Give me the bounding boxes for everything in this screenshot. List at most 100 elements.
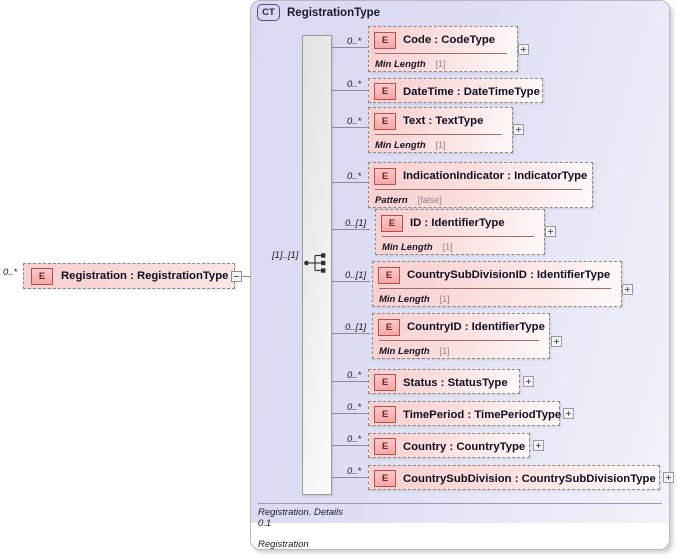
facet-divider	[382, 236, 534, 237]
connector-line	[332, 47, 368, 48]
element-header: E Text : TextType	[369, 108, 512, 134]
element-card-country[interactable]: E Country : CountryType	[368, 433, 530, 458]
occurrence-label: 0..[1]	[345, 322, 367, 333]
element-label: Code : CodeType	[403, 34, 496, 46]
element-label: Country : CountryType	[403, 440, 526, 453]
type-documentation: Registration. Details 0.1	[258, 507, 658, 529]
facet-divider	[379, 340, 539, 341]
element-card-countryid[interactable]: E CountryID : IdentifierType Min Length …	[372, 313, 550, 359]
root-connector-line	[242, 276, 251, 277]
doc-line-3: Registration	[258, 539, 309, 550]
element-label: CountrySubDivision : CountrySubDivisionT…	[403, 472, 656, 485]
facet-divider	[375, 134, 502, 135]
occurrence-label: 0..*	[347, 402, 362, 413]
element-facet: Min Length [1]	[369, 135, 512, 155]
occurrence-label: 0..[1]	[345, 270, 367, 281]
facet-name: Min Length	[375, 139, 426, 151]
footer-divider	[258, 503, 662, 504]
facet-value: [1]	[435, 140, 446, 150]
occurrence-label: 0..*	[347, 36, 362, 47]
facet-name: Min Length	[379, 345, 430, 357]
facet-divider	[375, 189, 582, 190]
doc-line-1: Registration. Details	[258, 507, 344, 518]
root-element-label: Registration : RegistrationType	[61, 270, 229, 282]
connector-line	[332, 281, 370, 282]
element-facet: Min Length [1]	[376, 237, 544, 257]
sequence-icon	[304, 253, 326, 273]
element-badge-icon: E	[374, 83, 396, 100]
facet-name: Min Length	[379, 293, 430, 305]
element-badge-icon: E	[378, 318, 400, 336]
element-header: E Status : StatusType	[369, 370, 519, 395]
element-card-datetime[interactable]: E DateTime : DateTimeType	[368, 78, 543, 103]
occurrence-label: 0..*	[347, 79, 362, 90]
connector-line	[332, 333, 370, 334]
facet-name: Pattern	[375, 194, 408, 206]
doc-line-2: 0.1	[258, 518, 272, 529]
element-badge-icon: E	[374, 112, 396, 130]
plus-icon[interactable]	[518, 44, 529, 55]
connector-line	[332, 445, 368, 446]
element-label: Status : StatusType	[403, 376, 508, 389]
root-element-occurrence: 0..*	[3, 267, 18, 278]
element-label: DateTime : DateTimeType	[403, 85, 540, 98]
connector-line	[332, 182, 368, 183]
plus-icon[interactable]	[513, 124, 524, 135]
element-badge-icon: E	[31, 267, 53, 285]
minus-icon[interactable]	[231, 271, 242, 282]
complex-type-title: RegistrationType	[287, 6, 381, 19]
element-card-timeperiod[interactable]: E TimePeriod : TimePeriodType	[368, 401, 561, 427]
element-badge-icon: E	[374, 167, 396, 185]
root-element-card[interactable]: E Registration : RegistrationType	[23, 263, 235, 289]
element-header: E CountrySubDivision : CountrySubDivisio…	[369, 466, 659, 491]
element-facet: Pattern [false]	[369, 190, 592, 210]
element-facet: Min Length [1]	[373, 341, 549, 361]
connector-line	[332, 413, 368, 414]
element-badge-icon: E	[374, 438, 396, 455]
element-badge-icon: E	[374, 374, 396, 391]
element-header: E IndicationIndicator : IndicatorType	[369, 163, 592, 189]
facet-name: Min Length	[375, 58, 426, 70]
facet-value: [1]	[439, 294, 450, 304]
connector-line	[332, 381, 368, 382]
element-card-countrysubdivisionid[interactable]: E CountrySubDivisionID : IdentifierType …	[372, 261, 622, 307]
element-card-text[interactable]: E Text : TextType Min Length [1]	[368, 107, 513, 153]
element-badge-icon: E	[381, 214, 403, 232]
connector-line	[332, 477, 368, 478]
occurrence-label: 0..*	[347, 171, 362, 182]
occurrence-label: 0..*	[347, 434, 362, 445]
facet-value: [1]	[442, 242, 453, 252]
element-facet: Min Length [1]	[369, 54, 517, 74]
plus-icon[interactable]	[545, 226, 556, 237]
plus-icon[interactable]	[563, 408, 574, 419]
element-header: E TimePeriod : TimePeriodType	[369, 402, 561, 427]
element-card-status[interactable]: E Status : StatusType	[368, 369, 520, 394]
element-header: E DateTime : DateTimeType	[369, 79, 542, 104]
element-header: E ID : IdentifierType	[376, 210, 544, 236]
element-label: ID : IdentifierType	[410, 217, 505, 229]
facet-divider	[379, 288, 611, 289]
connector-line	[332, 229, 370, 230]
element-card-indicationindicator[interactable]: E IndicationIndicator : IndicatorType Pa…	[368, 162, 593, 208]
complex-type-header: CT RegistrationType	[257, 4, 380, 21]
connector-line	[332, 90, 368, 91]
element-badge-icon: E	[374, 31, 396, 49]
plus-icon[interactable]	[663, 472, 674, 483]
facet-value: [1]	[435, 59, 446, 69]
plus-icon[interactable]	[622, 284, 633, 295]
element-card-code[interactable]: E Code : CodeType Min Length [1]	[368, 26, 518, 72]
plus-icon[interactable]	[523, 376, 534, 387]
element-header: E CountrySubDivisionID : IdentifierType	[373, 262, 621, 288]
element-label: Text : TextType	[403, 115, 484, 127]
element-badge-icon: E	[374, 406, 396, 423]
facet-value: [false]	[417, 195, 442, 205]
element-card-countrysubdivision[interactable]: E CountrySubDivision : CountrySubDivisio…	[368, 465, 660, 490]
plus-icon[interactable]	[551, 336, 562, 347]
compositor-cardinality: [1]..[1]	[272, 250, 299, 261]
element-card-id[interactable]: E ID : IdentifierType Min Length [1]	[375, 209, 545, 255]
complex-type-badge-icon: CT	[257, 4, 280, 21]
plus-icon[interactable]	[533, 440, 544, 451]
element-label: IndicationIndicator : IndicatorType	[403, 170, 588, 182]
occurrence-label: 0..*	[347, 116, 362, 127]
facet-value: [1]	[439, 346, 450, 356]
